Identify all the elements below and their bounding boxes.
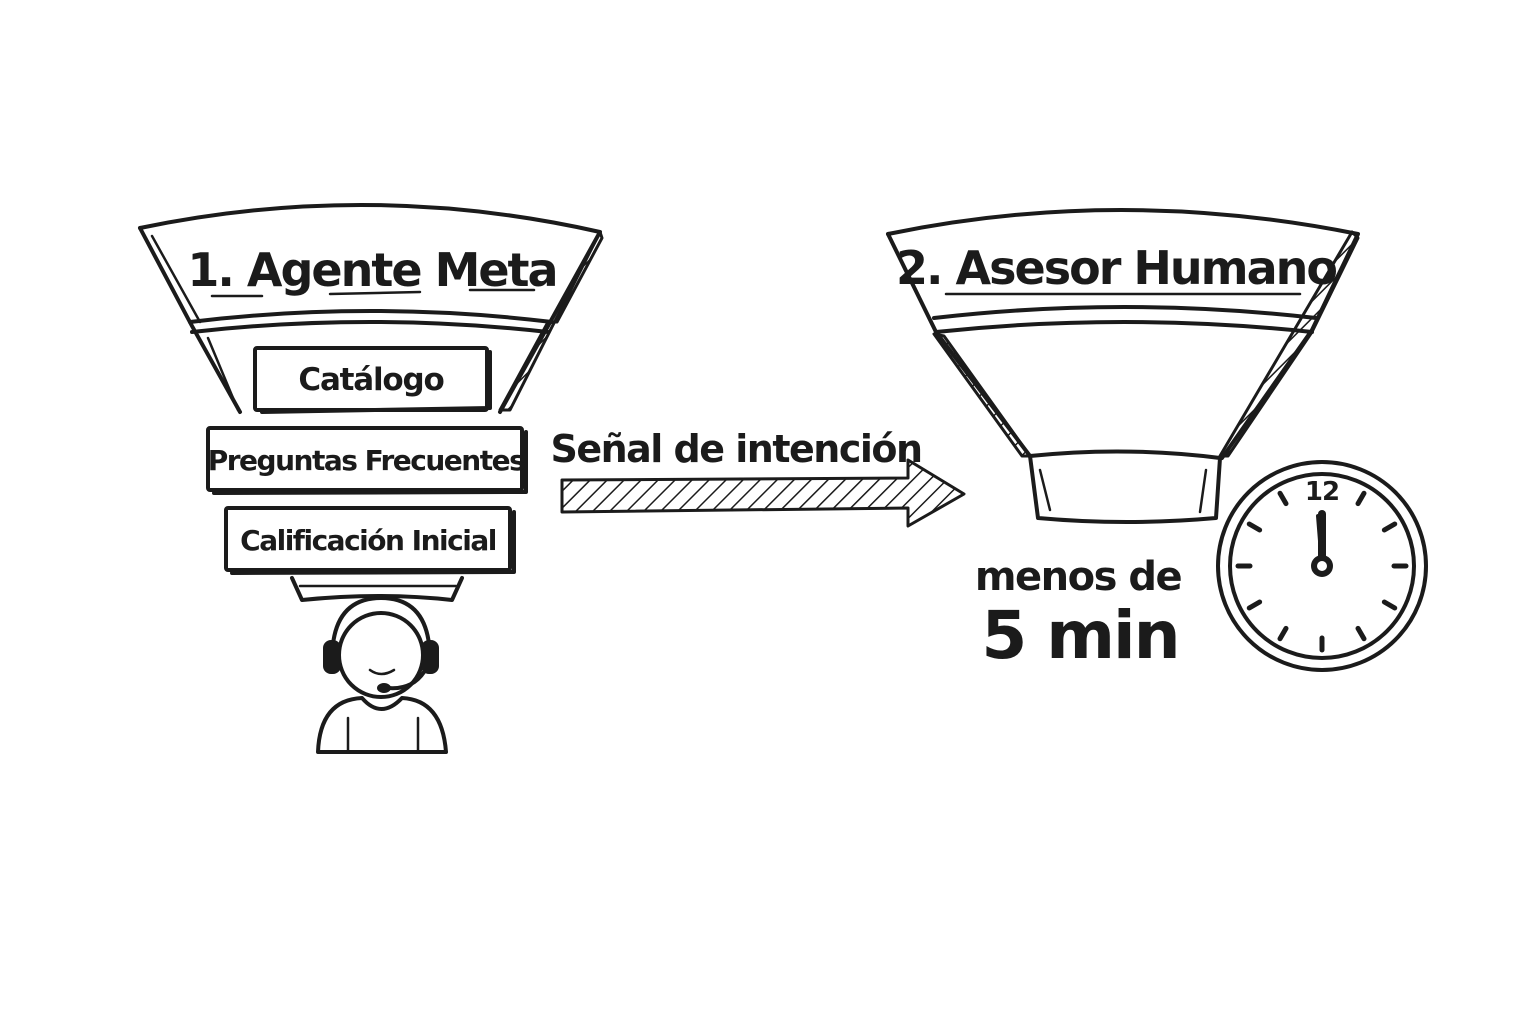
clock-icon: 12 [1216, 460, 1428, 672]
headset-mic-arm [386, 670, 426, 691]
stage1-item-label: Catálogo [298, 362, 443, 398]
clock-tick [1381, 521, 1398, 533]
agent-arms [346, 716, 420, 754]
headset-left-earcup [323, 640, 341, 674]
stage1-item-box [206, 426, 524, 492]
clock-tick [1277, 625, 1289, 642]
clock-tick [1355, 625, 1367, 642]
clock-outer-rim [1216, 460, 1428, 672]
support-agent-headset-icon [316, 596, 448, 754]
stage1-item-shadow [260, 350, 492, 414]
stage1-item-shadow [212, 430, 528, 495]
clock-tick [1277, 490, 1289, 507]
clock-tick [1381, 599, 1398, 611]
clock-number: 12 [1305, 477, 1339, 507]
stage1-funnel-rim [138, 203, 602, 414]
stage1-item-shadow [230, 510, 516, 575]
stage1-title-underline [210, 288, 536, 298]
stage2-title-band-edge [932, 305, 1318, 334]
stage1-item-box [224, 506, 512, 572]
response-time-value: 5 min [981, 597, 1178, 674]
stage2-funnel-spout [1028, 449, 1222, 524]
stage1-item-label: Preguntas Frecuentes [208, 444, 525, 477]
stage1-title: 1. Agente Meta [187, 243, 556, 297]
intent-signal-arrow: Señal de intención [550, 427, 966, 528]
clock-ticks [1235, 490, 1409, 653]
agent-smile [368, 668, 396, 676]
stage2-funnel-spout-shade [1038, 468, 1208, 514]
stage1-funnel: 1. Agente Meta Catálogo Preguntas Frecue… [138, 203, 604, 602]
stage1-item-qualification: Calificación Inicial [224, 506, 516, 575]
clock-tick [1355, 490, 1367, 507]
response-time-prefix: menos de [975, 554, 1182, 600]
stage1-item-label: Calificación Inicial [240, 524, 496, 557]
stage1-funnel-left-inner [150, 234, 240, 412]
headset-band [330, 596, 432, 662]
arrow-right-icon [560, 458, 966, 528]
stage2-funnel: 2. Asesor Humano [886, 208, 1360, 524]
stage1-title-band-edge [188, 309, 554, 334]
clock-tick [1246, 521, 1263, 533]
clock-tick [1246, 599, 1263, 611]
clock-hub-center [1317, 561, 1327, 571]
stage1-item-catalog: Catálogo [253, 346, 492, 414]
clock-face [1228, 472, 1416, 660]
stage1-item-faq: Preguntas Frecuentes [206, 426, 528, 495]
headset-right-earcup [421, 640, 439, 674]
stage2-title: 2. Asesor Humano [896, 241, 1336, 295]
agent-shoulders [316, 696, 448, 754]
stage1-funnel-spout [290, 576, 464, 602]
intent-signal-label: Señal de intención [550, 427, 921, 471]
headset-mic [377, 683, 391, 693]
stage2-funnel-rim [886, 208, 1360, 460]
stage1-funnel-left-side [138, 226, 242, 414]
